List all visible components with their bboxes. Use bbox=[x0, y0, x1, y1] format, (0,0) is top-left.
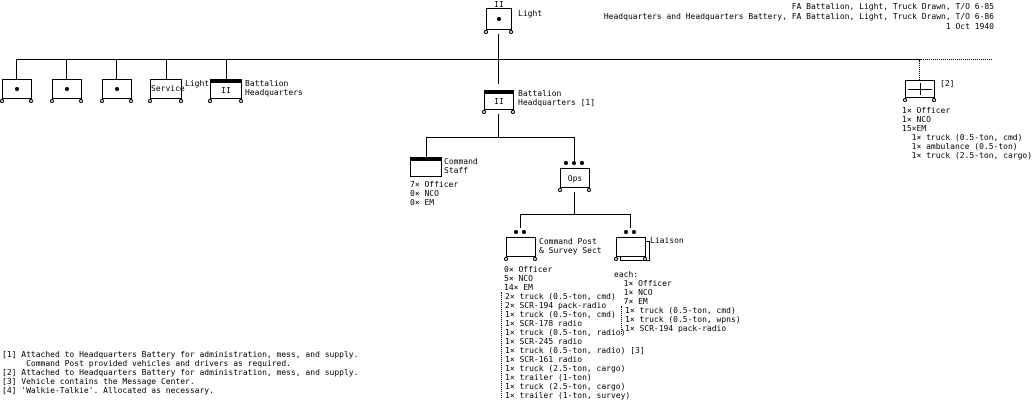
liaison-symbol bbox=[616, 237, 646, 257]
connector-line bbox=[116, 59, 117, 79]
connector-line bbox=[630, 214, 631, 228]
wheel-icon bbox=[0, 99, 4, 103]
command-post-label: Command Post & Survey Sect bbox=[539, 237, 602, 255]
connector-line bbox=[498, 60, 499, 84]
hq-size: II bbox=[221, 86, 231, 95]
ops-label: Ops bbox=[567, 174, 583, 183]
wheel-icon bbox=[511, 110, 515, 114]
liaison-personnel: each: 1× Officer 1× NCO 7× EM bbox=[614, 270, 672, 306]
attachment-dotted-line bbox=[919, 60, 920, 80]
attachment-dotted-line bbox=[920, 59, 992, 61]
battery-symbol bbox=[102, 79, 132, 99]
hq-label: Battalion Headquarters bbox=[245, 79, 303, 97]
connector-line bbox=[520, 214, 521, 228]
command-staff-label: Command Staff bbox=[444, 157, 478, 175]
wheel-icon bbox=[179, 99, 183, 103]
connector-line bbox=[520, 214, 630, 215]
wheel-icon bbox=[484, 30, 488, 34]
wheel-icon bbox=[482, 110, 486, 114]
title-line-2: Headquarters and Headquarters Battery, F… bbox=[603, 12, 994, 21]
ops-symbol: Ops bbox=[560, 168, 590, 188]
command-post-personnel: 0× Officer 5× NCO 14× EM bbox=[504, 265, 553, 292]
title-line-3: 1 Oct 1940 bbox=[945, 22, 994, 31]
battery-symbol bbox=[2, 79, 32, 99]
wheel-icon bbox=[129, 99, 133, 103]
wheel-icon bbox=[509, 30, 513, 34]
connector-line bbox=[498, 34, 499, 60]
connector-line bbox=[226, 59, 227, 79]
title-line-1: FA Battalion, Light, Truck Drawn, T/O 6-… bbox=[791, 2, 994, 11]
size-dot-icon bbox=[624, 230, 628, 234]
wheel-icon bbox=[614, 257, 618, 261]
liaison-equipment: 1× truck (0.5-ton, cmd) 1× truck (0.5-to… bbox=[625, 306, 741, 333]
connector-line bbox=[16, 59, 17, 79]
artillery-dot-icon bbox=[15, 87, 19, 91]
battalion-unit-symbol bbox=[486, 8, 512, 30]
top-unit-size: II bbox=[494, 0, 504, 9]
equipment-bracket bbox=[501, 292, 502, 398]
wheel-icon bbox=[558, 188, 562, 192]
connector-line bbox=[426, 137, 574, 138]
size-dot-icon bbox=[514, 230, 518, 234]
bn-hq-label: Battalion Headquarters [1] bbox=[518, 89, 596, 107]
footnotes: [1] Attached to Headquarters Battery for… bbox=[2, 350, 359, 395]
command-post-equipment: 2× truck (0.5-ton, cmd) 2× SCR-194 pack-… bbox=[505, 292, 645, 400]
service-side-label: Light bbox=[185, 79, 210, 88]
wheel-icon bbox=[587, 188, 591, 192]
top-unit-label: Light bbox=[518, 9, 543, 18]
wheel-icon bbox=[208, 99, 212, 103]
wheel-icon bbox=[148, 99, 152, 103]
wheel-icon bbox=[903, 98, 907, 102]
size-dot-icon bbox=[580, 161, 584, 165]
wheel-icon bbox=[932, 98, 936, 102]
service-label: Service bbox=[151, 84, 185, 93]
size-dot-icon bbox=[564, 161, 568, 165]
wheel-icon bbox=[533, 257, 537, 261]
connector-line bbox=[574, 192, 575, 215]
wheel-icon bbox=[100, 99, 104, 103]
connector-line bbox=[16, 59, 920, 60]
command-post-symbol bbox=[506, 237, 536, 257]
wheel-icon bbox=[29, 99, 33, 103]
battery-symbol bbox=[52, 79, 82, 99]
command-staff-symbol bbox=[410, 157, 442, 177]
connector-line bbox=[574, 137, 575, 161]
battalion-hq-symbol: II bbox=[484, 90, 514, 110]
wheel-icon bbox=[504, 257, 508, 261]
size-dot-icon bbox=[572, 161, 576, 165]
artillery-dot-icon bbox=[65, 87, 69, 91]
hq-battery-symbol: II bbox=[210, 79, 242, 99]
size-dot-icon bbox=[522, 230, 526, 234]
artillery-dot-icon bbox=[497, 17, 501, 21]
size-dot-icon bbox=[632, 230, 636, 234]
detachment-note: [2] bbox=[940, 79, 955, 88]
wheel-icon bbox=[643, 257, 647, 261]
service-battery-symbol: Service bbox=[150, 79, 185, 99]
command-staff-details: 7× Officer 0× NCO 0× EM bbox=[410, 180, 459, 207]
medical-detachment-symbol bbox=[905, 80, 935, 98]
liaison-label: Liaison bbox=[650, 236, 684, 245]
wheel-icon bbox=[79, 99, 83, 103]
wheel-icon bbox=[239, 99, 243, 103]
bn-hq-size: II bbox=[494, 97, 504, 106]
connector-line bbox=[166, 59, 167, 79]
connector-line bbox=[66, 59, 67, 79]
equipment-bracket bbox=[621, 306, 622, 334]
detachment-details: 1× Officer 1× NCO 15×EM 1× truck (0.5-to… bbox=[902, 106, 1032, 160]
artillery-dot-icon bbox=[115, 87, 119, 91]
connector-line bbox=[498, 114, 499, 138]
connector-line bbox=[426, 137, 427, 157]
wheel-icon bbox=[50, 99, 54, 103]
